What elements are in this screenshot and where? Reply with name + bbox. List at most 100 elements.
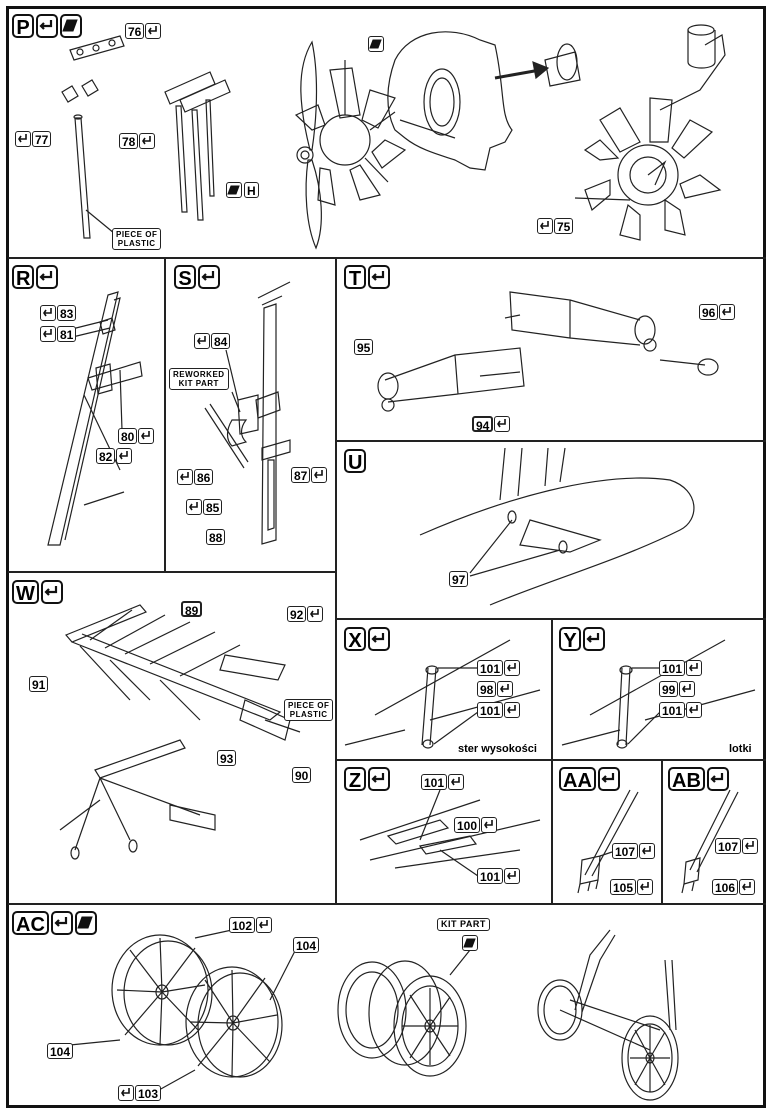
part-x-101a: 101	[477, 660, 521, 676]
part-102: 102	[229, 917, 273, 933]
part-87: 87	[291, 467, 328, 483]
bend-icon	[719, 304, 736, 320]
bend-icon	[504, 702, 521, 718]
divider-r-s	[164, 258, 166, 571]
step-p-header: P	[12, 14, 82, 39]
bend-icon	[116, 448, 133, 464]
part-ab-107: 107	[715, 838, 759, 854]
part-y-99: 99	[659, 681, 696, 697]
part-96: 96	[699, 304, 736, 320]
part-ab-106: 106	[712, 879, 756, 895]
step-w-label: W	[12, 580, 39, 605]
paint-icon	[60, 14, 82, 38]
step-r-label: R	[12, 265, 35, 290]
bend-icon	[36, 265, 59, 289]
part-aa-105: 105	[610, 879, 654, 895]
step-y-label: Y	[559, 627, 581, 652]
part-88: 88	[206, 529, 226, 545]
divider-row-ac	[8, 903, 766, 905]
bend-icon	[686, 660, 703, 676]
step-w-header: W	[12, 580, 63, 605]
step-ab-header: AB	[668, 767, 729, 792]
step-t-header: T	[344, 265, 390, 290]
part-75: 75	[537, 218, 574, 234]
bend-icon	[307, 606, 324, 622]
step-x-header: X	[344, 627, 390, 652]
step-s-header: S	[174, 265, 220, 290]
divider-aa-ab	[661, 760, 663, 903]
step-x-label: X	[344, 627, 366, 652]
step-s-label: S	[174, 265, 196, 290]
step-ac-header: AC	[12, 911, 97, 936]
step-aa-label: AA	[559, 767, 596, 792]
paint-icon-cowl	[368, 36, 384, 52]
part-90: 90	[292, 767, 312, 783]
bend-icon	[639, 843, 656, 859]
bend-icon	[194, 333, 210, 349]
paint-h-tag: H	[226, 182, 259, 198]
paint-icon	[74, 911, 97, 935]
bend-icon	[637, 879, 654, 895]
step-t-label: T	[344, 265, 366, 290]
step-z-label: Z	[344, 767, 366, 792]
bend-icon	[494, 416, 511, 432]
part-91: 91	[29, 676, 49, 692]
part-89: 89	[181, 601, 203, 618]
bend-icon	[118, 1085, 134, 1101]
kit-part-note: KIT PART	[437, 918, 490, 931]
divider-t-u	[336, 440, 766, 442]
bend-icon	[36, 14, 58, 38]
divider-row1	[8, 257, 766, 259]
step-p-label: P	[12, 14, 34, 39]
bend-icon	[198, 265, 220, 289]
paint-icon	[226, 182, 242, 198]
bend-icon	[368, 627, 390, 651]
part-93: 93	[217, 750, 237, 766]
part-97: 97	[449, 571, 469, 587]
bend-icon	[583, 627, 605, 651]
bend-icon	[40, 326, 56, 342]
paint-icon-kit-part	[462, 935, 478, 951]
caption-ster-wysokosci: ster wysokości	[458, 743, 537, 755]
piece-of-plastic-note: PIECE OF PLASTIC	[112, 228, 162, 250]
divider-left-right	[335, 258, 337, 903]
part-92: 92	[287, 606, 324, 622]
bend-icon	[177, 469, 193, 485]
part-76: 76	[125, 23, 162, 39]
part-80: 80	[118, 428, 155, 444]
step-z-header: Z	[344, 767, 390, 792]
bend-icon	[256, 917, 273, 933]
part-z-101b: 101	[477, 868, 521, 884]
step-r-header: R	[12, 265, 59, 290]
part-81: 81	[40, 326, 77, 342]
bend-icon	[742, 838, 759, 854]
paint-icon	[368, 36, 384, 52]
step-aa-header: AA	[559, 767, 620, 792]
bend-icon	[504, 868, 521, 884]
bend-icon	[448, 774, 465, 790]
part-104b: 104	[47, 1043, 74, 1059]
part-84: 84	[194, 333, 231, 349]
bend-icon	[597, 767, 620, 791]
part-y-101a: 101	[659, 660, 703, 676]
part-94: 94	[472, 416, 511, 433]
bend-icon	[686, 702, 703, 718]
step-ab-label: AB	[668, 767, 705, 792]
caption-lotki: lotki	[729, 743, 752, 755]
bend-icon	[139, 133, 156, 149]
piece-of-plastic-note-w: PIECE OF PLASTIC	[284, 699, 334, 721]
bend-icon	[40, 580, 63, 604]
part-95: 95	[354, 339, 374, 355]
part-y-101b: 101	[659, 702, 703, 718]
step-u-header: U	[344, 449, 367, 474]
bend-icon	[739, 879, 756, 895]
